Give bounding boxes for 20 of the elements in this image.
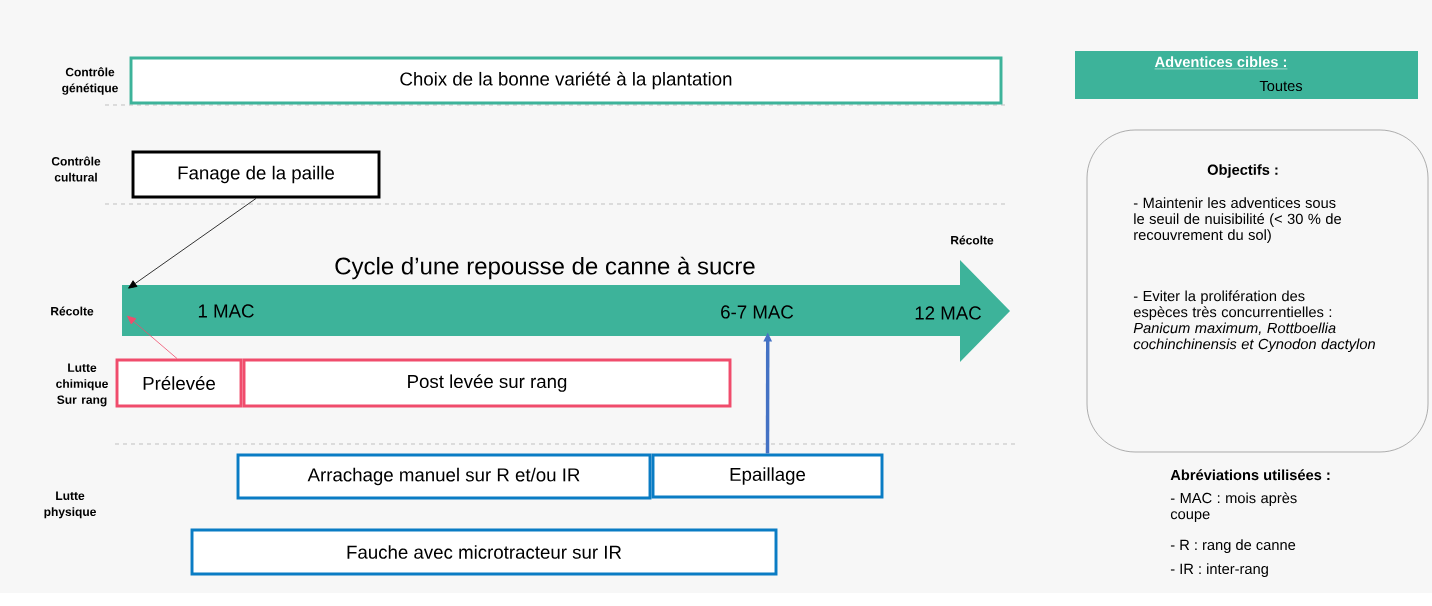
target-weeds-banner: Adventices cibles : Toutes — [1075, 51, 1418, 99]
row-label: Récolte — [951, 235, 994, 245]
row-label: Récolte — [51, 306, 94, 316]
activity-box: Prélevée — [115, 358, 243, 408]
arrow — [127, 315, 178, 359]
note-text: - IR : inter-rang — [1170, 563, 1268, 577]
note-text: - MAC : mois après coupe — [1170, 492, 1297, 523]
activity-box: Fanage de la paille — [131, 150, 381, 199]
row-label: Lutte physique — [44, 491, 96, 519]
note-text: - R : rang de canne — [1170, 539, 1296, 553]
arrow — [128, 198, 257, 289]
activity-box: Fauche avec microtracteur sur IR — [190, 528, 778, 576]
activity-box: Choix de la bonne variété à la plantation — [129, 56, 1003, 105]
row-label: Contrôle cultural — [51, 156, 101, 182]
row-label: Lutte chimique Sur rang — [56, 363, 108, 407]
row-label: Contrôle génétique — [62, 67, 118, 95]
activity-box: Arrachage manuel sur R et/ou IR — [236, 453, 652, 500]
activity-box: Epaillage — [651, 453, 884, 499]
objectives-box: Objectifs : - Maintenir les adventices sous le seuil de nuisibilité (< 30 % de recouvrement du sol) - Eviter la prolifération des espèces très concurrentielles : Panicum maximum, Rottboellia cochinchinensis et Cynodon dactylon — [1086, 129, 1429, 453]
note-text: Abréviations utilisées : — [1170, 469, 1330, 481]
